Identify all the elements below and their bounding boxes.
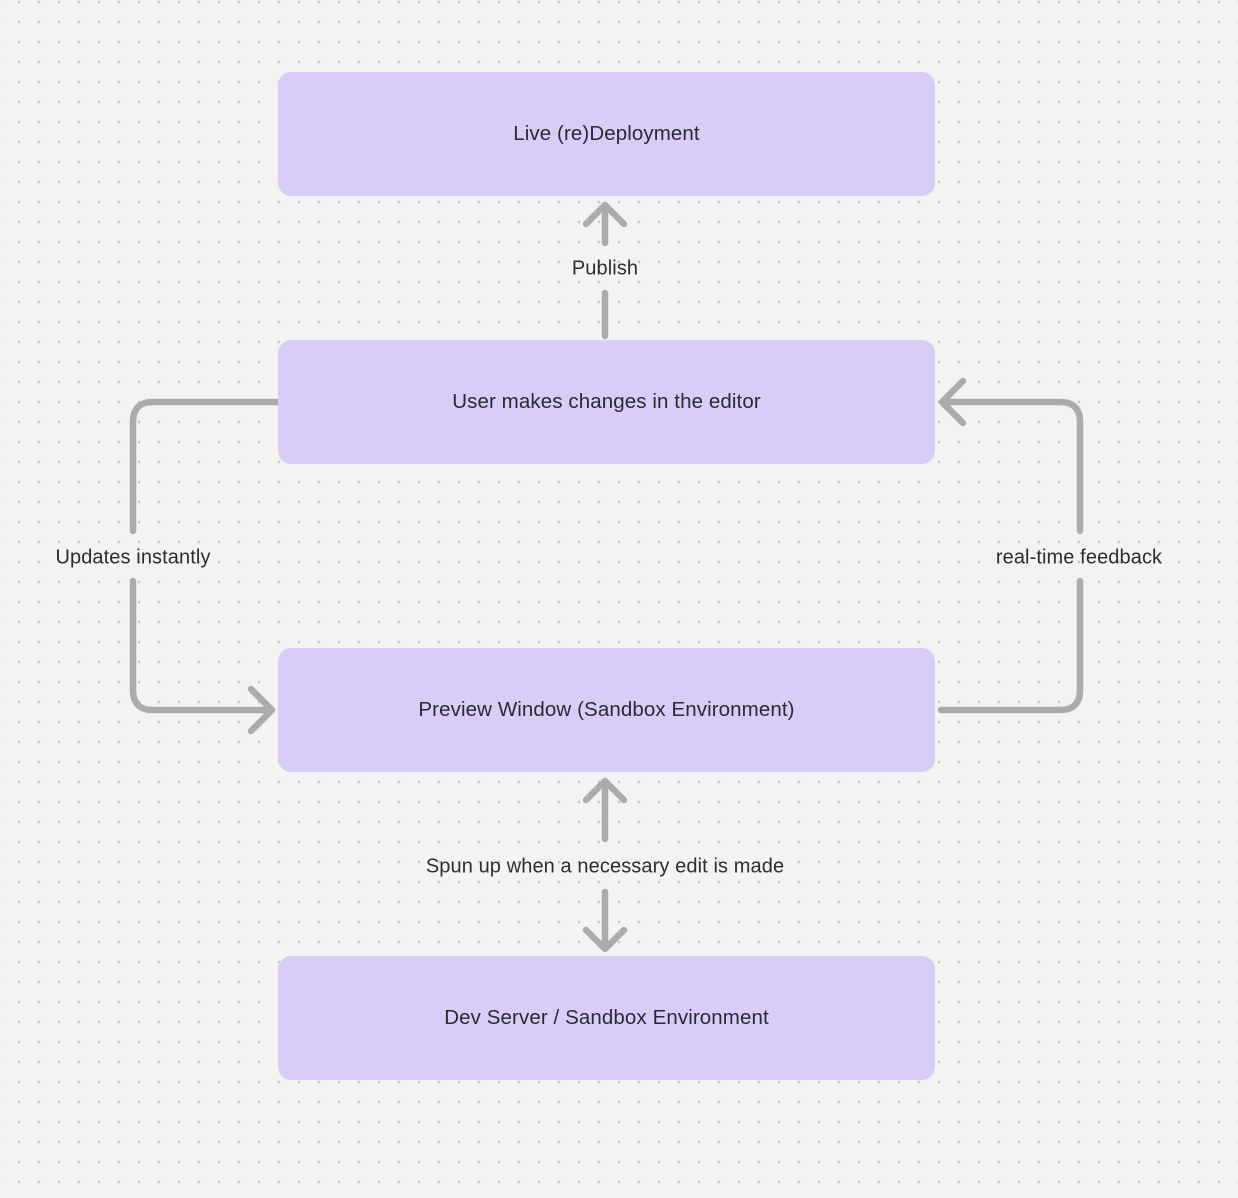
edge-realtime-feedback-arrow bbox=[937, 377, 1084, 714]
edge-updates-instantly-arrow bbox=[129, 398, 282, 735]
node-user-edits[interactable]: User makes changes in the editor bbox=[278, 340, 935, 464]
edge-publish-arrow bbox=[582, 201, 628, 340]
arrowhead-up-icon bbox=[582, 201, 628, 228]
edge-spun-up-arrow bbox=[582, 777, 628, 953]
arrowhead-right-icon bbox=[247, 685, 276, 735]
node-dev-server-label: Dev Server / Sandbox Environment bbox=[444, 1006, 769, 1029]
node-live-deployment[interactable]: Live (re)Deployment bbox=[278, 72, 935, 196]
arrowhead-down-icon bbox=[582, 926, 628, 953]
node-dev-server[interactable]: Dev Server / Sandbox Environment bbox=[278, 956, 935, 1080]
edge-label-realtime-feedback: real-time feedback bbox=[995, 546, 1163, 569]
node-user-edits-label: User makes changes in the editor bbox=[452, 390, 761, 413]
node-live-deployment-label: Live (re)Deployment bbox=[513, 122, 700, 145]
arrowhead-up-icon bbox=[582, 777, 628, 804]
node-preview-window-label: Preview Window (Sandbox Environment) bbox=[418, 698, 795, 721]
edge-label-publish: Publish bbox=[571, 257, 639, 280]
edge-label-updates-instantly: Updates instantly bbox=[55, 546, 211, 569]
node-preview-window[interactable]: Preview Window (Sandbox Environment) bbox=[278, 648, 935, 772]
arrowhead-left-icon bbox=[938, 377, 967, 427]
edge-label-spun-up: Spun up when a necessary edit is made bbox=[425, 855, 785, 878]
